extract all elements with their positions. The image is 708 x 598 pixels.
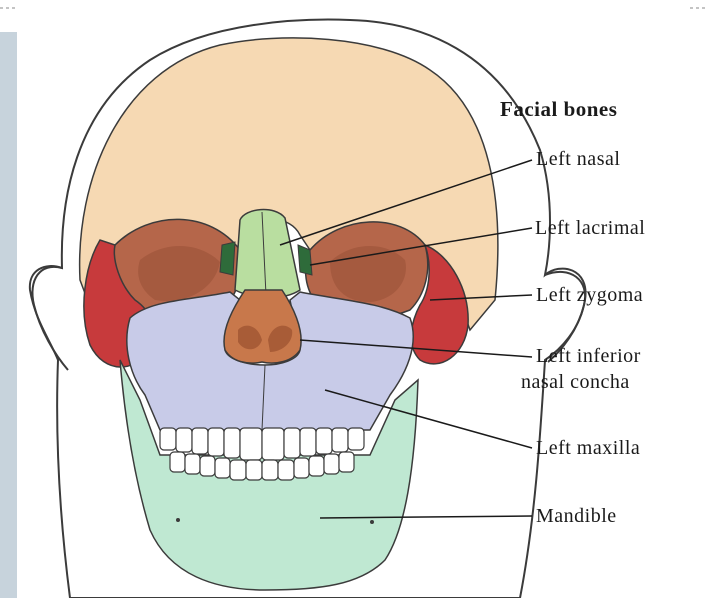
right-lacrimal [220,242,235,275]
mental-foramen-right [370,520,374,524]
frame-dashed-border [0,0,708,16]
left-lacrimal [298,245,312,275]
label-mandible: Mandible [536,504,617,529]
label-left-nasal: Left nasal [536,147,620,172]
label-left-inferior-nasal-concha-line1: Left inferior [536,344,641,369]
label-left-inferior-nasal-concha-line2: nasal concha [521,370,630,395]
label-left-zygoma: Left zygoma [536,283,643,308]
side-panel [0,32,17,598]
diagram-title: Facial bones [500,97,617,122]
label-left-maxilla: Left maxilla [536,436,640,461]
mental-foramen-left [176,518,180,522]
label-left-lacrimal: Left lacrimal [535,216,645,241]
